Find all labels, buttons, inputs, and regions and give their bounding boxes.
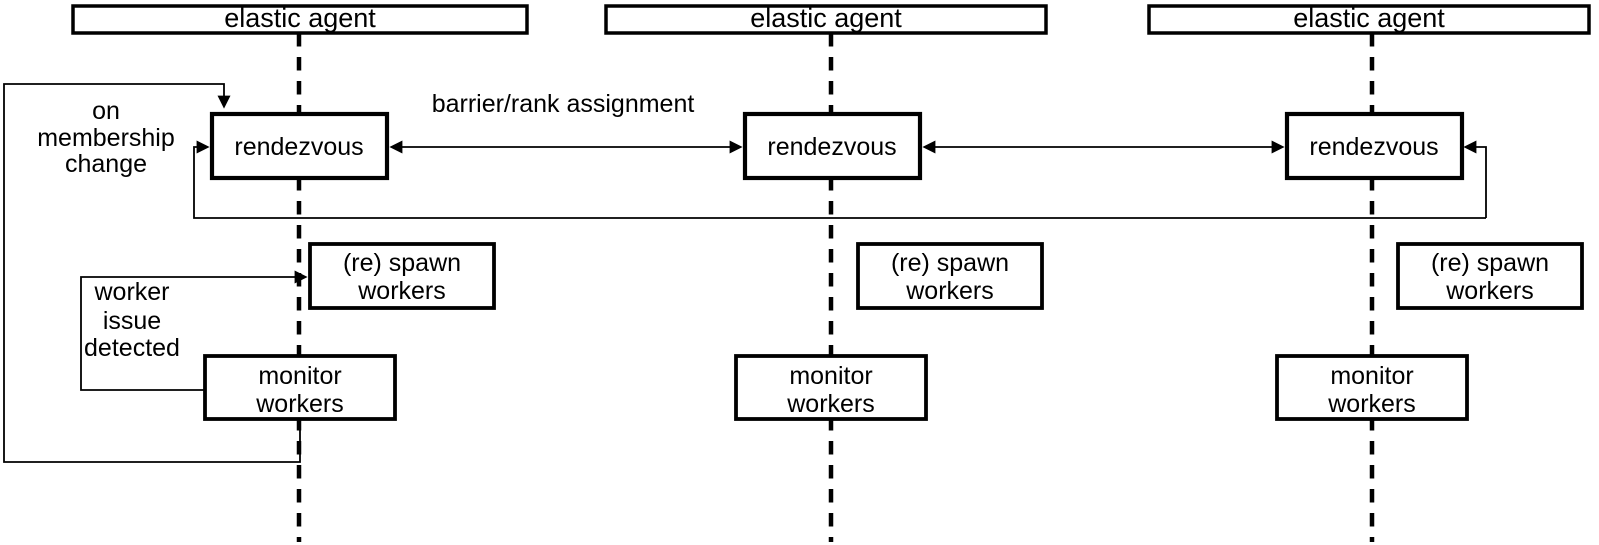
rendezvous-box-3 bbox=[1284, 111, 1465, 181]
spawn-workers-label-1-line-1: (re) spawn bbox=[343, 249, 461, 277]
agent-header-label-3: elastic agent bbox=[1293, 3, 1445, 33]
worker-issue-label-line-1: worker bbox=[93, 278, 169, 306]
rendezvous-sync-line-right-arrow bbox=[1463, 140, 1487, 218]
monitor-workers-label-3-line-1: monitor bbox=[1330, 362, 1413, 390]
agent-column-2: elastic agent rendezvous (re) spawn work… bbox=[604, 3, 1048, 421]
connectors bbox=[3, 83, 1487, 463]
monitor-workers-label-3-line-2: workers bbox=[1327, 390, 1416, 418]
monitor-workers-label-2-line-2: workers bbox=[786, 390, 875, 418]
spawn-workers-box-3 bbox=[1396, 242, 1584, 310]
monitor-workers-box-1 bbox=[203, 354, 397, 421]
agent-header-label-1: elastic agent bbox=[224, 3, 376, 33]
worker-issue-label-line-3: detected bbox=[84, 334, 180, 362]
monitor-workers-box-3 bbox=[1275, 354, 1469, 421]
rendezvous-sync-line-left-arrow bbox=[193, 140, 1486, 219]
membership-change-label-line-1: on bbox=[92, 97, 120, 125]
membership-change-label-line-2: membership bbox=[37, 124, 175, 152]
rendezvous-label-1: rendezvous bbox=[234, 133, 363, 161]
membership-change-label-line-3: change bbox=[65, 150, 147, 178]
spawn-workers-label-2-line-2: workers bbox=[905, 277, 994, 305]
agent-header-box-2 bbox=[604, 4, 1048, 35]
spawn-workers-label-1-line-2: workers bbox=[357, 277, 446, 305]
spawn-workers-box-1 bbox=[308, 242, 496, 310]
spawn-workers-label-3-line-2: workers bbox=[1445, 277, 1534, 305]
spawn-workers-label-3-line-1: (re) spawn bbox=[1431, 249, 1549, 277]
rendezvous-label-2: rendezvous bbox=[767, 133, 896, 161]
worker-issue-loop-arrow bbox=[80, 270, 308, 391]
spawn-workers-box-2 bbox=[856, 242, 1044, 310]
monitor-workers-label-2-line-1: monitor bbox=[789, 362, 872, 390]
rendezvous-label-3: rendezvous bbox=[1309, 133, 1438, 161]
monitor-workers-label-1-line-1: monitor bbox=[258, 362, 341, 390]
rendezvous-box-1 bbox=[209, 111, 390, 181]
membership-change-loop-arrow bbox=[3, 83, 301, 463]
monitor-workers-box-2 bbox=[734, 354, 928, 421]
monitor-workers-label-1-line-2: workers bbox=[255, 390, 344, 418]
rendezvous-box-2 bbox=[742, 111, 923, 181]
agent-column-3: elastic agent rendezvous (re) spawn work… bbox=[1147, 3, 1591, 421]
agent-header-box-1 bbox=[71, 4, 529, 35]
agent-header-label-2: elastic agent bbox=[750, 3, 902, 33]
agent-column-1: elastic agent rendezvous (re) spawn work… bbox=[71, 3, 529, 421]
annotations: on membership change barrier/rank assign… bbox=[37, 90, 694, 362]
agent-header-box-3 bbox=[1147, 4, 1591, 35]
worker-issue-label-line-2: issue bbox=[103, 307, 161, 335]
spawn-workers-label-2-line-1: (re) spawn bbox=[891, 249, 1009, 277]
barrier-rank-assignment-label: barrier/rank assignment bbox=[432, 90, 695, 118]
